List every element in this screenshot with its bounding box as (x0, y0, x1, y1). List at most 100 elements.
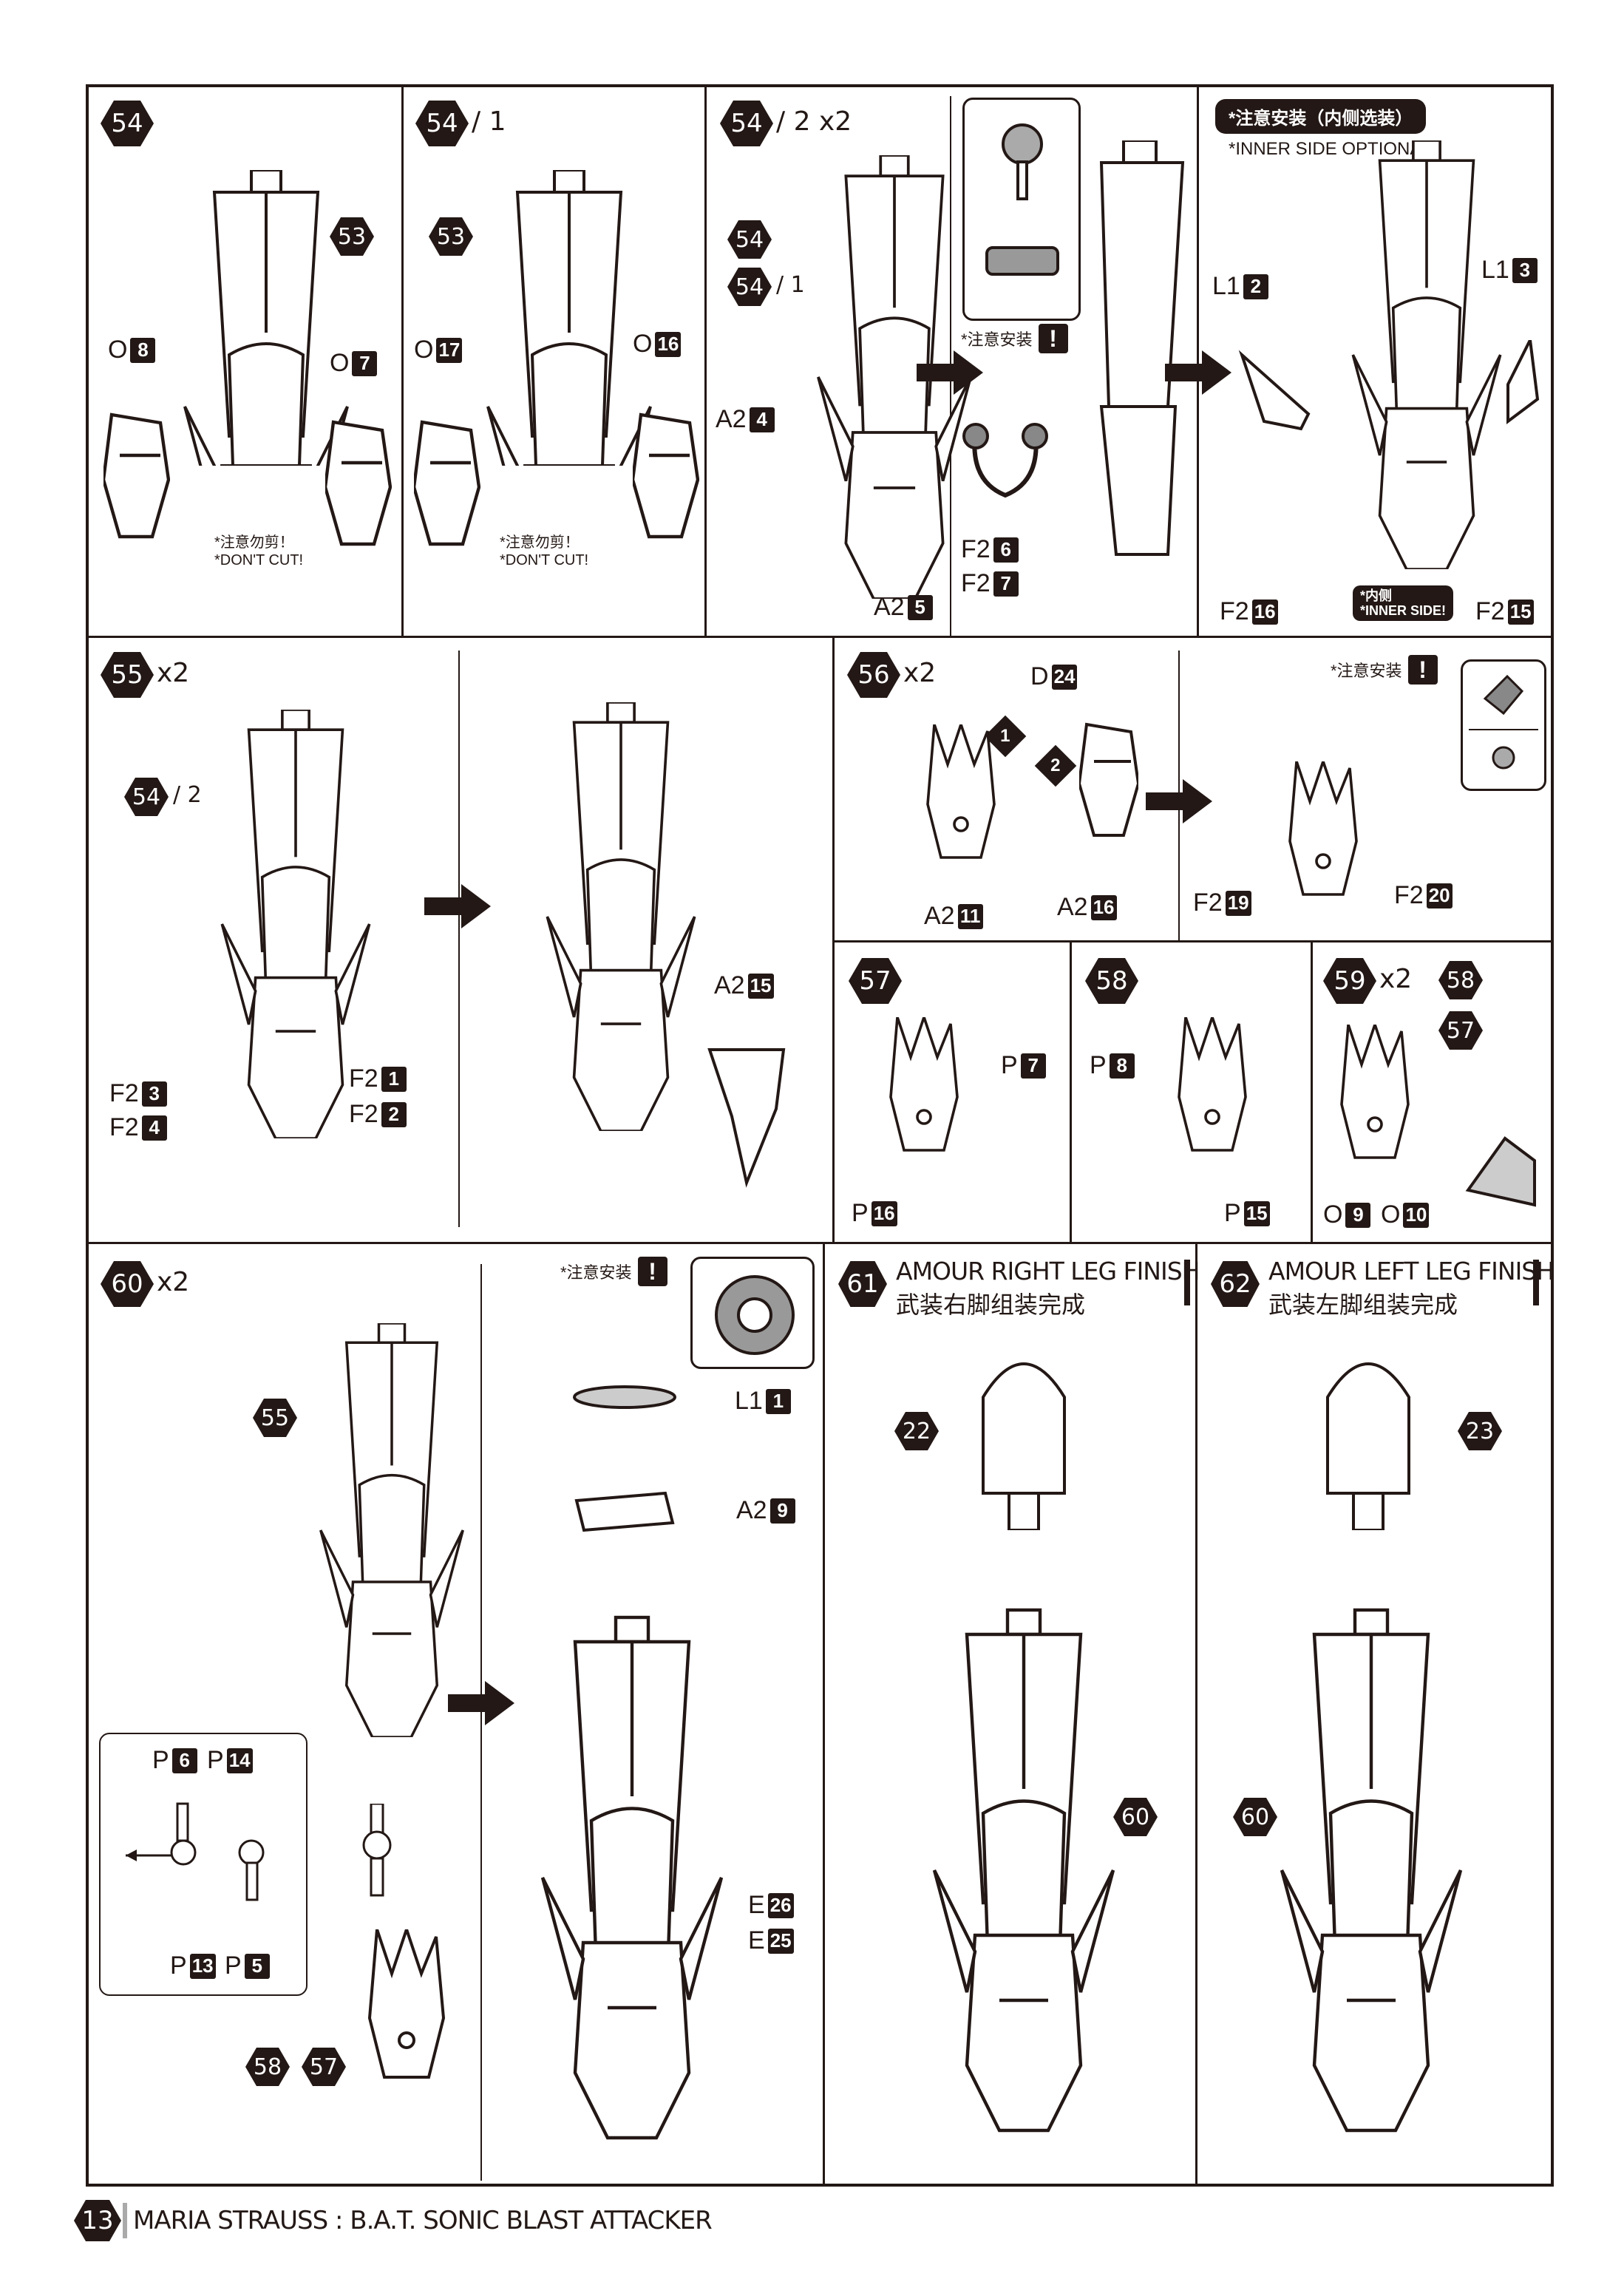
divider (401, 84, 404, 636)
step-number: 59 (1333, 966, 1366, 996)
step-61-badge: 61 (838, 1261, 887, 1307)
dont-cut-note: *注意勿剪！*DON'T CUT! (500, 534, 588, 569)
caution-note: *注意安装! (961, 324, 1068, 353)
joint-part-illustration (962, 423, 1048, 498)
title-bar (1533, 1260, 1539, 1305)
step-number: 55 (111, 660, 143, 690)
caution-note: *注意安装! (560, 1257, 667, 1286)
part-letter: L1 (735, 1387, 763, 1415)
part-number: 4 (141, 1115, 167, 1141)
finished-left-leg-illustration (1249, 1604, 1493, 2136)
ref-number: 58 (253, 2054, 282, 2080)
part-number: 25 (767, 1928, 794, 1954)
part-letter: A2 (1057, 893, 1088, 921)
part-letter: O (108, 336, 128, 364)
note-en: *DON'T CUT! (214, 552, 304, 568)
divider (1070, 940, 1072, 1242)
footer-title: MARIA STRAUSS : B.A.T. SONIC BLAST ATTAC… (133, 2206, 713, 2235)
ring-parts-illustration (573, 1385, 676, 1532)
ref-number: 23 (1465, 1418, 1495, 1444)
divider (480, 1264, 482, 2181)
step-number: 54 (111, 109, 143, 138)
inner-side-note: *内侧*INNER SIDE! (1353, 585, 1454, 621)
claw-part-illustration (1340, 1025, 1410, 1159)
leg-assembly-illustration (1351, 140, 1502, 569)
step-62-title-en: AMOUR LEFT LEG FINISH (1268, 1257, 1555, 1285)
part-letter: P (1224, 1199, 1241, 1227)
part-number: 2 (1243, 274, 1268, 299)
part-number: 16 (1251, 599, 1278, 625)
part-number: 7 (352, 350, 378, 376)
ref-number: 57 (309, 2054, 339, 2080)
part-number: 7 (1020, 1053, 1046, 1079)
part-letter: F2 (961, 569, 991, 597)
part-letter: L1 (1212, 272, 1240, 300)
ref-number: 55 (260, 1405, 290, 1431)
part-letter: F2 (961, 535, 991, 563)
part-letter: F2 (349, 1100, 378, 1128)
part-number: 9 (769, 1498, 795, 1524)
next-arrow-icon (917, 350, 983, 395)
part-number: 20 (1426, 883, 1453, 908)
part-letter: F2 (1475, 597, 1505, 625)
note-cn: *注意安装 (560, 1263, 632, 1282)
ref-58: 58 (245, 2048, 290, 2086)
ball-joint-illustration (362, 1804, 392, 1897)
part-letter: O (1381, 1200, 1401, 1229)
ref-number: 54 (132, 784, 161, 810)
dont-cut-note: *注意勿剪！*DON'T CUT! (214, 534, 303, 569)
instruction-frame (86, 84, 1554, 2187)
step-62-title-cn: 武装左脚组装完成 (1268, 1291, 1458, 1319)
part-letter: A2 (716, 405, 747, 433)
part-letter: P (152, 1746, 169, 1774)
claw-part-illustration (1178, 1017, 1247, 1152)
divider (1311, 940, 1313, 1242)
part-number: 11 (957, 903, 983, 929)
divider (704, 84, 707, 636)
step-suffix: x2 (903, 658, 937, 688)
ref-number: 54 (735, 226, 764, 253)
armor-part-illustration (1238, 350, 1311, 431)
step-60-badge: 60 (101, 1261, 154, 1307)
part-number: 10 (1403, 1202, 1430, 1228)
pin-detail-icon (1469, 674, 1538, 770)
part-number: 5 (244, 1953, 270, 1979)
ref-number: 22 (902, 1418, 931, 1444)
step-suffix: / 1 (472, 106, 506, 137)
ball-joint-illustration (126, 1802, 265, 1901)
part-number: 9 (1345, 1202, 1371, 1228)
claw-part-illustration (889, 1017, 959, 1152)
step-number: 54 (730, 109, 763, 138)
order-number: 2 (1050, 755, 1061, 775)
divider (1195, 1242, 1197, 2187)
next-arrow-icon (424, 884, 491, 928)
part-letter: F2 (1193, 889, 1223, 917)
knee-part-illustration (325, 414, 392, 562)
part-letter: P (225, 1952, 242, 1980)
ref-number: 57 (1446, 1017, 1475, 1044)
warning-icon: ! (637, 1257, 667, 1286)
part-number: 24 (1051, 664, 1078, 690)
knee-part-illustration (414, 414, 480, 562)
claw-part-illustration (926, 724, 996, 859)
part-letter: F2 (1220, 597, 1249, 625)
part-letter: P (852, 1199, 869, 1227)
